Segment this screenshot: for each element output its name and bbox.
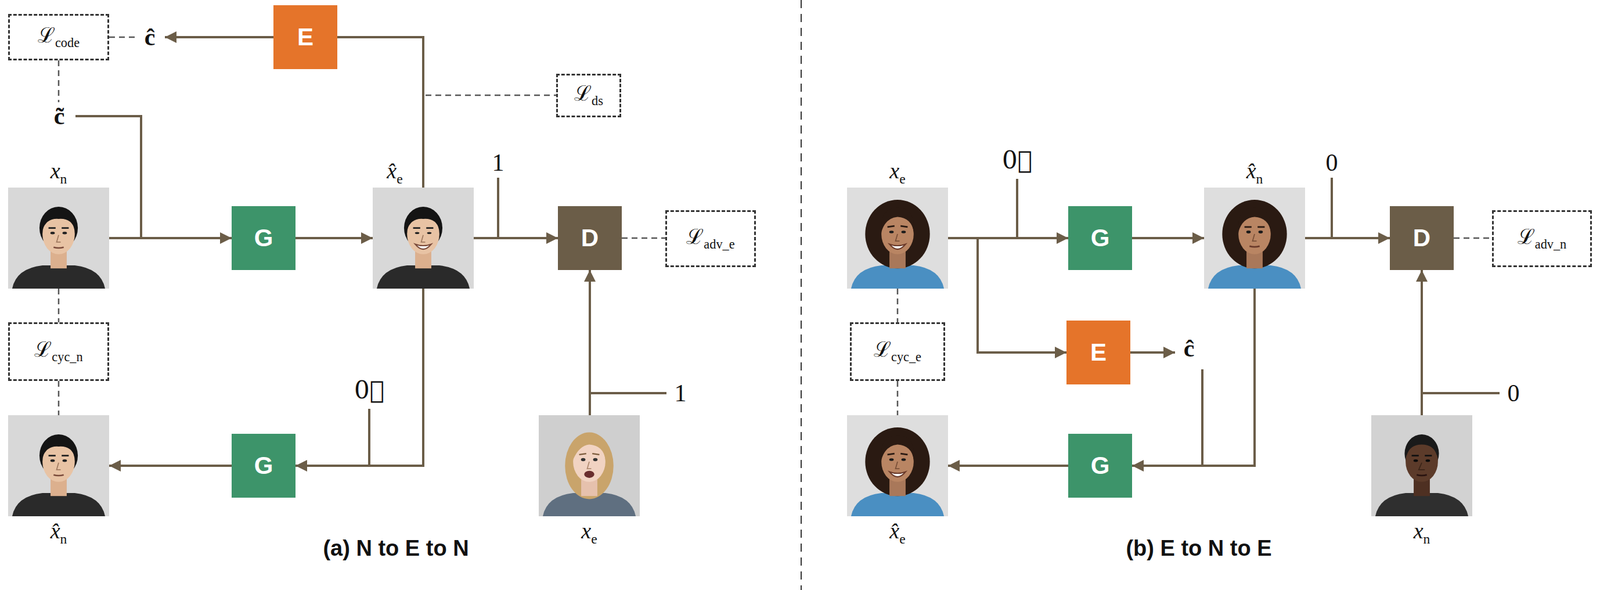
block-box: D: [1389, 206, 1454, 270]
image-label: x̂e: [889, 518, 906, 547]
panel-caption: (a) N to E to N: [322, 535, 469, 561]
flow-arrow: [948, 464, 1069, 467]
signal-label: 1: [492, 148, 505, 178]
loss-box: ℒcode: [8, 13, 110, 61]
loss-label: ℒcyc_n: [34, 337, 83, 366]
block-box: E: [1066, 320, 1131, 385]
signal-label: 0⃗: [354, 375, 385, 405]
loss-label: ℒcyc_e: [873, 337, 922, 366]
block-box: D: [557, 206, 622, 270]
flow-arrow: [295, 236, 373, 240]
flow-arrow: [109, 464, 232, 467]
image-label: x̂e: [386, 158, 403, 187]
flow-arrow: [1132, 288, 1255, 466]
face-image: x̂e: [847, 415, 949, 517]
flow-arrow: [1305, 236, 1390, 240]
block-letter: D: [1413, 223, 1431, 253]
face-image: x̂n: [8, 415, 110, 517]
signal-label: c̃: [53, 101, 66, 131]
loss-label: ℒadv_n: [1517, 224, 1567, 253]
face-image: xe: [847, 187, 949, 289]
loss-link: [896, 288, 899, 323]
loss-box: ℒadv_n: [1492, 210, 1592, 268]
image-label: xe: [581, 518, 597, 547]
image-label: xn: [50, 158, 68, 187]
block-letter: G: [254, 451, 274, 481]
flow-arrow: [948, 238, 1067, 353]
loss-link: [896, 380, 899, 416]
block-box: G: [1068, 206, 1133, 270]
loss-box: ℒcyc_n: [8, 322, 110, 381]
face-image: xe: [538, 415, 640, 517]
loss-label: ℒds: [574, 81, 604, 110]
face-image: x̂n: [1204, 187, 1306, 289]
flow-arrow: [295, 288, 424, 466]
image-label: x̂n: [50, 518, 68, 547]
block-box: E: [273, 5, 338, 70]
image-label: xe: [889, 158, 906, 187]
loss-box: ℒcyc_e: [849, 322, 946, 381]
block-letter: G: [1090, 223, 1111, 253]
signal-label: ĉ: [144, 22, 156, 52]
panel-caption: (b) E to N to E: [1125, 535, 1272, 561]
loss-link: [58, 288, 60, 323]
block-box: G: [1068, 433, 1133, 498]
signal-label: 1: [674, 378, 687, 408]
flow-arrow: [337, 37, 424, 188]
face-image: x̂e: [372, 187, 474, 289]
loss-label: ℒcode: [37, 23, 80, 52]
flow-arrow: [1132, 236, 1205, 240]
block-box: G: [231, 206, 296, 270]
flow-arrow: [473, 236, 558, 240]
flow-arrow: [1420, 269, 1423, 416]
flow-arrow: [109, 236, 232, 240]
loss-box: ℒadv_e: [665, 210, 756, 268]
loss-link: [621, 237, 666, 240]
flow-arrow: [588, 269, 592, 416]
signal-label: 0⃗: [1002, 145, 1033, 175]
image-label: xn: [1413, 518, 1431, 547]
block-letter: G: [254, 223, 274, 253]
image-label: x̂n: [1246, 158, 1264, 187]
block-letter: G: [1090, 451, 1111, 481]
loss-link: [1453, 237, 1493, 240]
signal-label: 0: [1507, 378, 1520, 408]
signal-label: ĉ: [1183, 333, 1195, 363]
block-box: G: [231, 433, 296, 498]
loss-link: [58, 380, 60, 416]
face-image: xn: [1371, 415, 1473, 517]
loss-label: ℒadv_e: [686, 224, 735, 253]
block-letter: E: [297, 22, 314, 52]
loss-box: ℒds: [556, 73, 622, 118]
face-image: xn: [8, 187, 110, 289]
signal-label: 0: [1325, 148, 1339, 178]
block-letter: D: [581, 223, 599, 253]
block-letter: E: [1090, 337, 1107, 367]
